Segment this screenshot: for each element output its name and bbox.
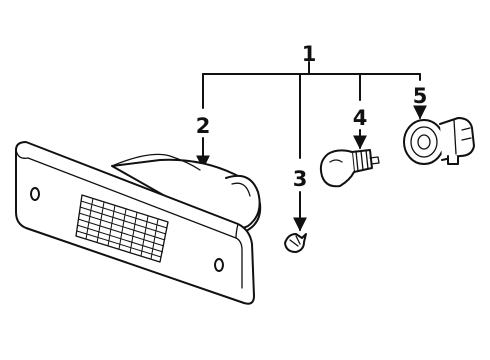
callout-4: 4 xyxy=(353,106,368,130)
small-bulb xyxy=(284,233,307,253)
reflector-grid xyxy=(75,194,169,263)
callout-5: 5 xyxy=(413,84,428,108)
callout-1: 1 xyxy=(302,42,317,66)
socket xyxy=(403,117,475,165)
callout-3: 3 xyxy=(293,167,308,191)
bulb xyxy=(319,149,380,188)
leader-lines xyxy=(196,61,427,232)
callout-2: 2 xyxy=(196,114,211,138)
mount-hole-right xyxy=(214,258,224,272)
mount-hole-left xyxy=(30,187,40,201)
lamp-assembly xyxy=(15,141,262,305)
